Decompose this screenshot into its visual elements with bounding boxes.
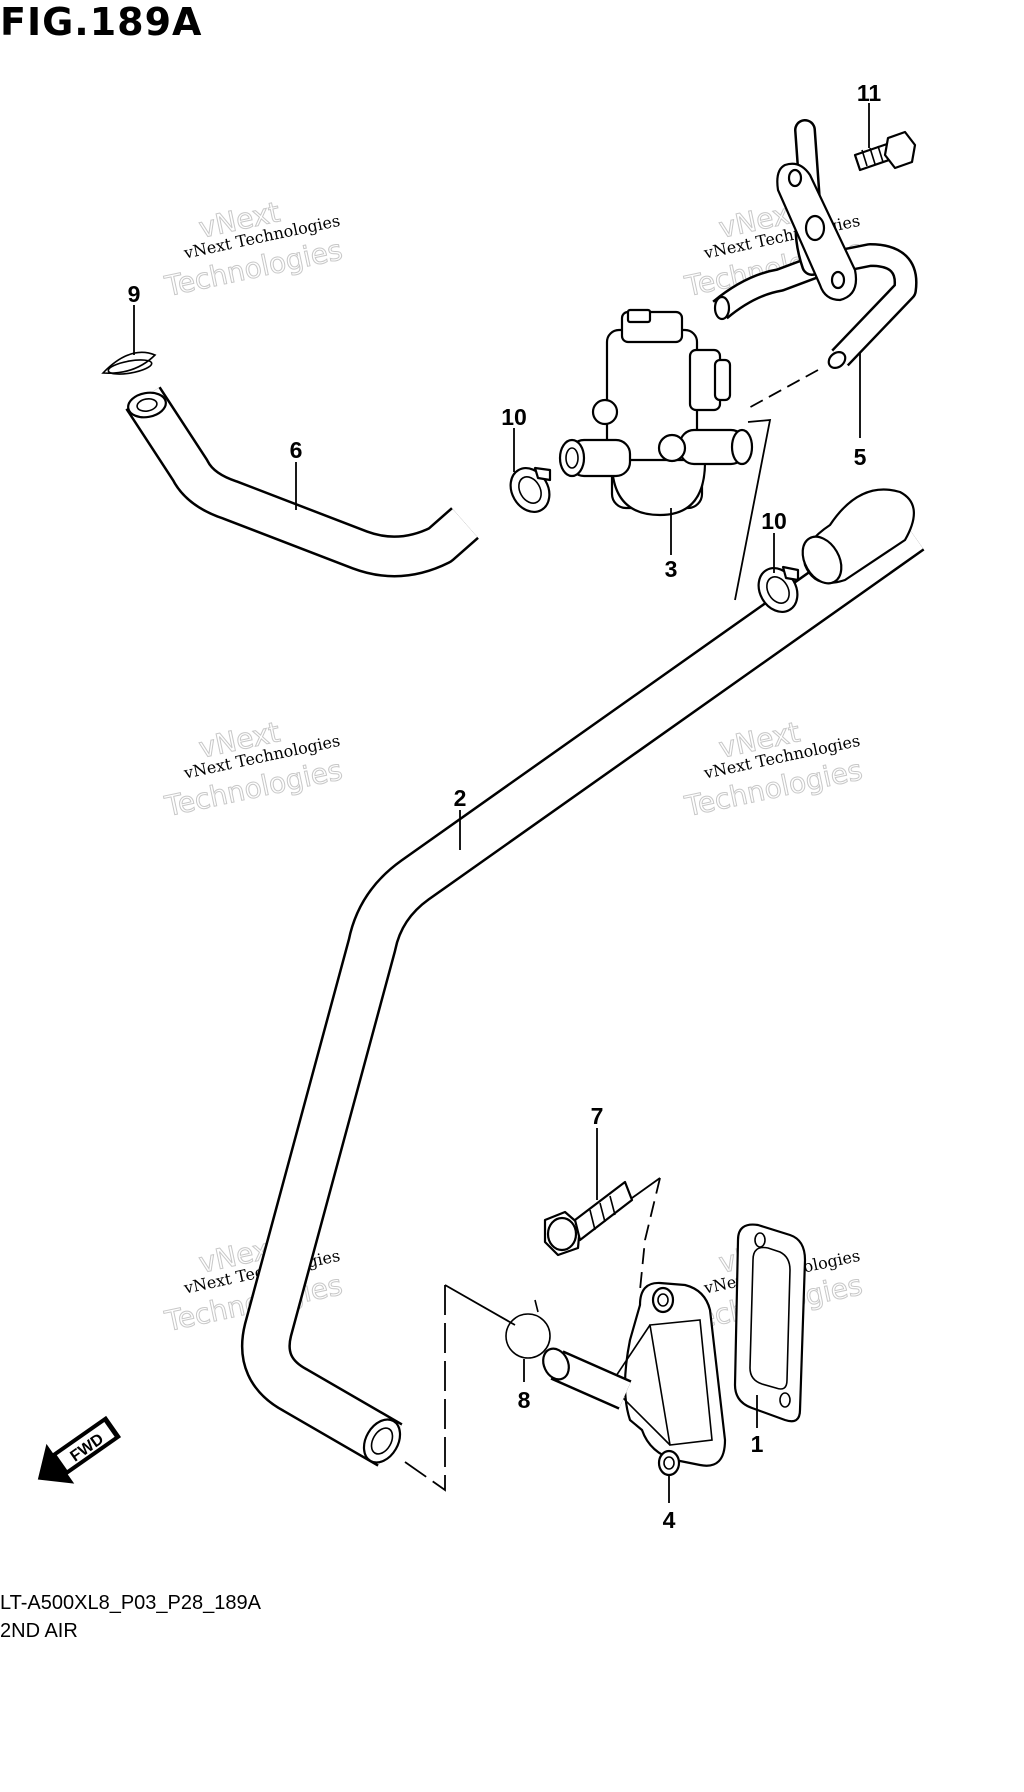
fwd-arrow: FWD [37, 1415, 122, 1484]
leader-lines [133, 103, 870, 1503]
callout-8: 8 [518, 1387, 531, 1413]
hose-6 [125, 386, 479, 578]
callout-9: 9 [128, 281, 141, 307]
clip-9 [101, 351, 157, 375]
callouts: 11 9 10 6 3 5 10 2 7 8 1 4 [128, 80, 882, 1533]
clip-8 [505, 1299, 551, 1359]
callout-10-lower: 10 [761, 508, 787, 534]
gasket-1 [733, 1223, 807, 1423]
watermark-4: vNext Technologies vNext Technologies [681, 715, 866, 824]
callout-6: 6 [290, 437, 303, 463]
air-valve-3 [558, 308, 754, 517]
callout-11: 11 [857, 80, 882, 106]
bolt-7 [543, 1180, 634, 1257]
bolt-11 [853, 130, 917, 172]
clamp-10-lower [757, 565, 800, 613]
callout-1: 1 [751, 1431, 764, 1457]
pipe-5 [712, 119, 918, 369]
callout-2: 2 [454, 785, 467, 811]
callout-10-upper: 10 [501, 404, 527, 430]
reed-cover-4 [542, 1281, 727, 1477]
callout-5: 5 [854, 444, 867, 470]
callout-4: 4 [663, 1507, 676, 1533]
hose-2 [240, 488, 925, 1467]
callout-7: 7 [591, 1103, 604, 1129]
diagram-code: LT-A500XL8_P03_P28_189A [0, 1592, 261, 1614]
watermark-3: vNext Technologies vNext Technologies [161, 715, 346, 824]
diagram-caption: 2ND AIR [0, 1620, 78, 1642]
watermark-1: vNext Technologies vNext Technologies [161, 195, 346, 304]
guide-lines [404, 369, 819, 1492]
figure-title: FIG.189A [0, 0, 203, 44]
clamp-10-upper [509, 466, 552, 513]
callout-3: 3 [665, 556, 678, 582]
